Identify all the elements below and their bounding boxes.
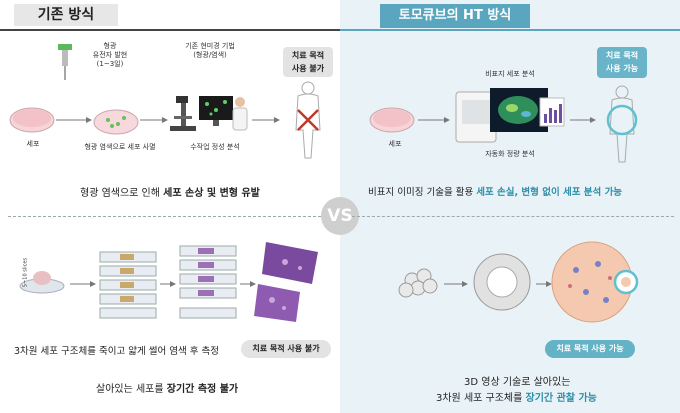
3d-image-screen-icon — [490, 88, 548, 132]
left-caption-3-emphasis: 장기간 측정 불가 — [166, 384, 239, 395]
slide-stack-2-icon — [179, 245, 237, 319]
right-caption-1: 비표지 이미징 기술을 활용 세포 손실, 변형 없이 세포 분석 가능 — [368, 184, 622, 198]
right-title: 토모큐브의 HT 방식 — [380, 4, 530, 28]
right-title-rule — [340, 29, 680, 31]
yes-treatment-pill: 치료 목적 사용 가능 — [545, 340, 635, 358]
microscope-icon — [170, 96, 196, 131]
check-ring-icon — [606, 104, 638, 136]
left-caption-1-text: 형광 염색으로 인해 — [80, 188, 164, 199]
label-free-label: 비표지 세포 분석 — [485, 70, 535, 78]
left-title: 기존 방식 — [14, 4, 118, 26]
no-treatment-pill: 치료 목적 사용 불가 — [241, 340, 331, 358]
right-caption-2-line1: 3D 영상 기술로 살아있는 — [464, 377, 571, 388]
human-figure-icon — [609, 85, 635, 163]
left-caption-1-emphasis: 세포 손상 및 변형 유발 — [163, 188, 260, 199]
manual-analysis-label: 수작업 정성 분석 — [190, 143, 240, 151]
analysis-chart-icon — [539, 97, 565, 127]
left-flow-illustration — [9, 44, 321, 159]
petri-dish-icon — [369, 107, 415, 133]
mature-organoid-icon — [551, 241, 633, 323]
petri-dish-icon — [9, 107, 55, 133]
gene-expression-label: 형광 유전자 발현 (1~3일) — [92, 42, 128, 68]
stain-label: 형광 염색으로 세포 사멸 — [84, 143, 156, 151]
right-flow-illustration — [369, 85, 638, 163]
right-caption-1-emphasis: 세포 손실, 변형 없이 세포 분석 가능 — [476, 187, 623, 198]
no-treatment-box: 치료 목적 사용 불가 — [283, 47, 333, 77]
right-caption-1-text: 비표지 이미징 기술을 활용 — [368, 187, 477, 198]
human-figure-icon — [295, 81, 321, 159]
left-slice-illustration — [19, 242, 318, 322]
left-divider — [8, 216, 326, 217]
auto-analysis-label: 자동화 정량 분석 — [485, 150, 535, 158]
left-title-rule — [0, 29, 340, 31]
researcher-icon — [232, 97, 248, 131]
right-organoid-illustration — [398, 241, 639, 323]
zoom-lens-icon — [613, 269, 639, 295]
stained-dish-icon — [93, 109, 139, 135]
cell-cluster-icon — [398, 268, 438, 298]
hollow-organoid-icon — [473, 253, 531, 311]
monitor-icon — [199, 96, 233, 126]
right-caption-2-line2: 3차원 세포 구조체를 장기간 관찰 가능 — [436, 389, 597, 404]
cell-label: 세포 — [26, 140, 40, 148]
yes-treatment-box: 치료 목적 사용 가능 — [597, 47, 647, 78]
stained-tissue-icon — [254, 242, 318, 322]
right-cell-label: 세포 — [388, 140, 402, 148]
left-caption-1: 형광 염색으로 인해 세포 손상 및 변형 유발 — [80, 184, 260, 199]
pipette-icon — [58, 44, 72, 80]
right-caption-2-emphasis: 장기간 관찰 가능 — [525, 393, 597, 404]
slide-stack-1-icon — [99, 251, 157, 319]
left-caption-3: 살아있는 세포를 장기간 측정 불가 — [96, 380, 238, 395]
left-caption-2: 3차원 세포 구조체를 죽이고 얇게 썰어 염색 후 측정 — [14, 346, 220, 357]
cell-dish-icon — [19, 271, 65, 294]
right-divider — [352, 216, 674, 217]
cross-mark-icon — [297, 109, 319, 131]
left-caption-3-text: 살아있는 세포를 — [96, 384, 167, 395]
right-caption-2-text: 3차원 세포 구조체를 — [436, 393, 526, 404]
slices-label: 5~10 slices — [22, 257, 29, 288]
microscope-method-label: 기존 현미경 기법 (형광/염색) — [185, 42, 235, 59]
